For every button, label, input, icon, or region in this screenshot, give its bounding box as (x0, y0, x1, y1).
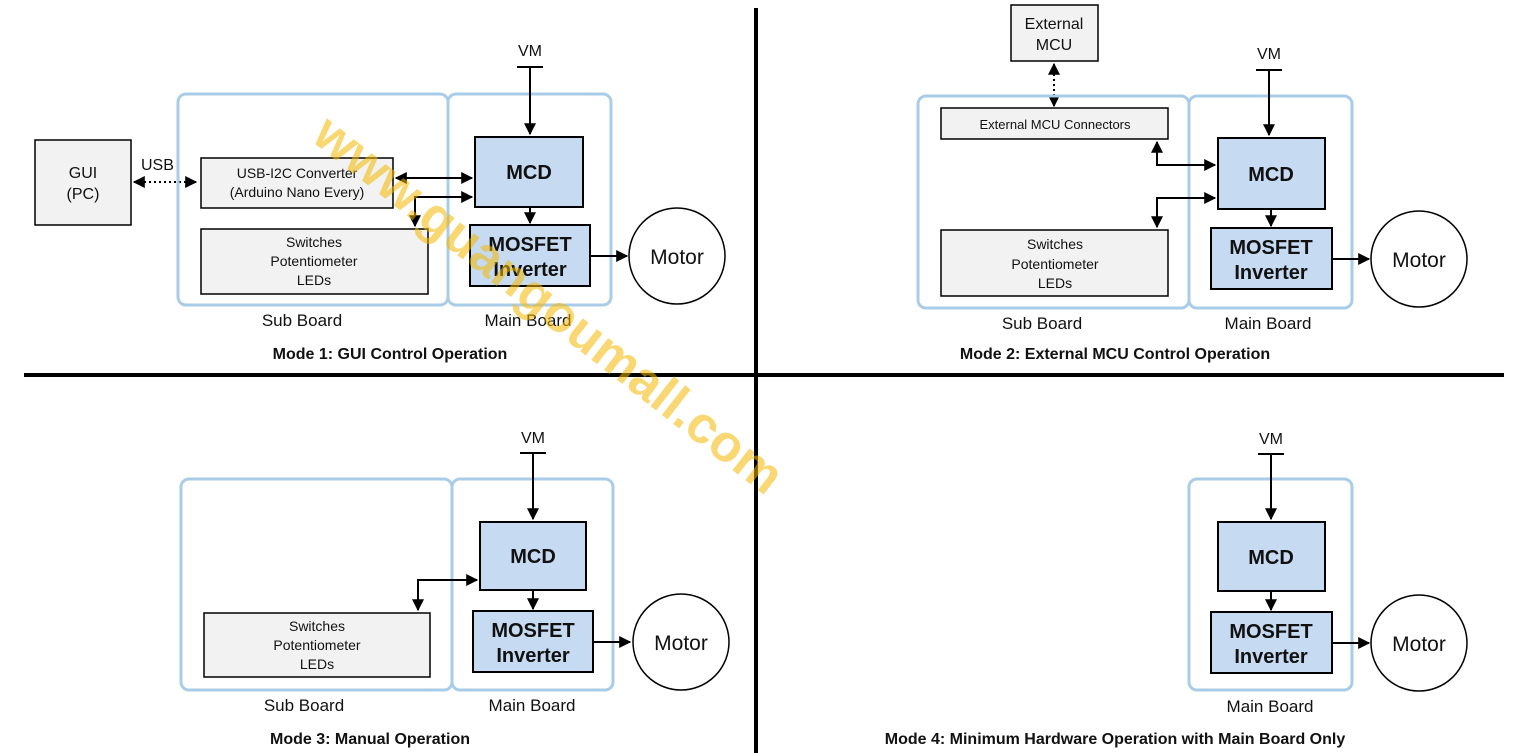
external-mcu-label: External (1025, 16, 1084, 33)
vm-label: VM (518, 43, 542, 60)
mosfet-inverter-box (472, 610, 594, 673)
vm-label: VM (1259, 431, 1283, 448)
switches-box (203, 612, 431, 678)
external-mcu-box (1010, 4, 1099, 62)
switches-mcd-wire (1151, 192, 1217, 229)
sub-board-label: Sub Board (264, 696, 344, 715)
leds-label: LEDs (297, 272, 331, 288)
inverter-label: Inverter (1234, 262, 1308, 284)
switches-mcd-wire (409, 191, 474, 228)
external-mcu-sublabel: MCU (1036, 37, 1072, 54)
switches-mcd-wire (412, 574, 479, 612)
mode4-diagram: MCD MOSFET Inverter VM Motor Main Board … (885, 431, 1468, 748)
sub-board-label: Sub Board (262, 311, 342, 330)
switches-label: Switches (286, 234, 342, 250)
mosfet-label: MOSFET (488, 234, 571, 256)
mcd-label: MCD (510, 546, 556, 568)
main-board-label: Main Board (1227, 697, 1314, 716)
external-mcu-connectors-box (940, 107, 1169, 140)
leds-label: LEDs (300, 656, 334, 672)
motor-circle (1370, 210, 1468, 308)
switches-box (200, 228, 429, 295)
main-board-label: Main Board (1225, 314, 1312, 333)
mode4-title: Mode 4: Minimum Hardware Operation with … (885, 731, 1346, 748)
switches-label: Switches (1027, 236, 1083, 252)
potentiometer-label: Potentiometer (1011, 256, 1098, 272)
motor-label: Motor (1392, 249, 1446, 272)
mode3-title: Mode 3: Manual Operation (270, 731, 470, 748)
mcd-label: MCD (1248, 164, 1294, 186)
mcd-label: MCD (506, 162, 552, 184)
sub-board-label: Sub Board (1002, 314, 1082, 333)
usb-label: USB (141, 157, 174, 174)
motor-circle (632, 593, 730, 691)
potentiometer-label: Potentiometer (273, 637, 360, 653)
vm-label: VM (521, 430, 545, 447)
vm-label: VM (1257, 46, 1281, 63)
mcd-box (474, 136, 584, 208)
connectors-label: External MCU Connectors (980, 117, 1131, 132)
mosfet-inverter-box (1210, 611, 1333, 674)
usb-i2c-converter-box (200, 157, 394, 209)
mosfet-label: MOSFET (491, 620, 574, 642)
mode2-diagram: External MCU External MCU Connectors Swi… (916, 4, 1468, 363)
motor-label: Motor (650, 246, 704, 269)
mcd-label: MCD (1248, 547, 1294, 569)
connectors-mcd-wire (1151, 140, 1217, 171)
mode1-diagram: GUI (PC) USB USB-I2C Converter (Arduino … (34, 43, 726, 363)
mosfet-label: MOSFET (1229, 237, 1312, 259)
motor-circle (1370, 594, 1468, 692)
gui-label: GUI (69, 165, 97, 182)
mode2-title: Mode 2: External MCU Control Operation (960, 346, 1270, 363)
main-board-label: Main Board (489, 696, 576, 715)
mosfet-label: MOSFET (1229, 621, 1312, 643)
inverter-label: Inverter (493, 259, 567, 281)
mcd-box (1217, 137, 1326, 210)
leds-label: LEDs (1038, 275, 1072, 291)
switches-box (940, 229, 1169, 297)
switches-label: Switches (289, 618, 345, 634)
inverter-label: Inverter (496, 645, 570, 667)
mode3-diagram: Switches Potentiometer LEDs MCD MOSFET I… (179, 430, 730, 748)
motor-label: Motor (654, 632, 708, 655)
potentiometer-label: Potentiometer (270, 253, 357, 269)
converter-sublabel: (Arduino Nano Every) (230, 184, 365, 200)
mode1-title: Mode 1: GUI Control Operation (273, 346, 508, 363)
gui-pc-box (34, 139, 132, 226)
mcd-box (479, 521, 587, 591)
converter-label: USB-I2C Converter (237, 165, 358, 181)
mosfet-inverter-box (469, 224, 591, 287)
motor-circle (628, 207, 726, 305)
inverter-label: Inverter (1234, 646, 1308, 668)
motor-label: Motor (1392, 633, 1446, 656)
main-board-label: Main Board (485, 311, 572, 330)
gui-pc-label: (PC) (67, 186, 100, 203)
